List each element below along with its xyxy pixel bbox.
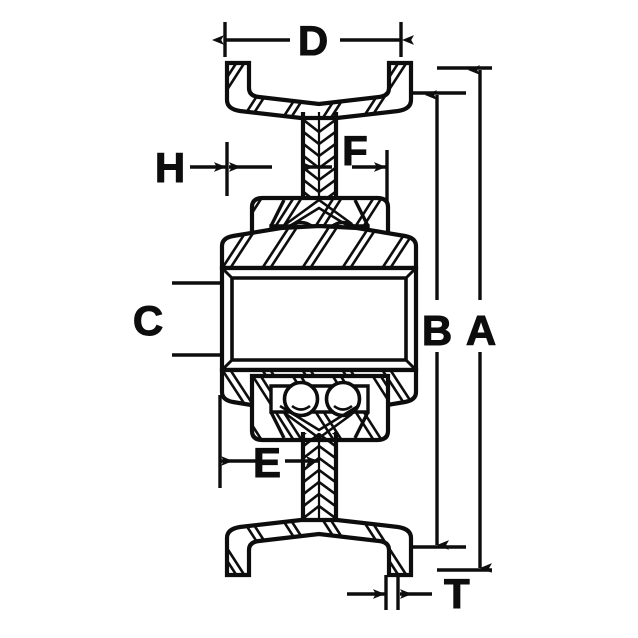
- dimension-label-D: D: [298, 17, 328, 64]
- dimension-A: A: [437, 65, 497, 573]
- bottom-flange: [224, 517, 414, 578]
- dimension-label-C: C: [133, 297, 163, 344]
- upper-cage-legs: [269, 199, 370, 227]
- dimension-D: D: [212, 17, 414, 65]
- ball-bearing-arc: [333, 404, 353, 411]
- dimension-label-H: H: [155, 144, 185, 191]
- top-flange-outline: [224, 60, 414, 121]
- upper-hub-hatching: [222, 226, 416, 268]
- top-flange: [224, 60, 414, 121]
- dimension-T: T: [347, 570, 471, 618]
- center-bore-corner-chamfers: [220, 266, 418, 372]
- lower-ball-row: [282, 380, 362, 418]
- dimension-label-F: F: [342, 127, 368, 174]
- upper-transition-chevron: [279, 198, 359, 234]
- dimension-label-A: A: [466, 307, 496, 354]
- lower-cage-legs: [269, 411, 370, 439]
- dimension-label-E: E: [253, 439, 281, 486]
- dimension-H: H: [154, 142, 272, 196]
- dimension-B: B: [410, 90, 466, 550]
- bearing-assembly: [219, 195, 419, 443]
- bottom-flange-outline: [224, 517, 414, 578]
- lower-web: [300, 432, 339, 526]
- lower-web-chevron-hatching: [303, 433, 336, 526]
- dimension-label-T: T: [444, 570, 470, 617]
- dimension-label-B: B: [422, 307, 452, 354]
- dimension-C: C: [132, 281, 224, 357]
- dimension-E: E: [218, 395, 318, 488]
- ball-bearing-arc: [291, 404, 311, 411]
- center-bore-inner: [230, 276, 408, 362]
- dimension-F: F: [302, 127, 389, 205]
